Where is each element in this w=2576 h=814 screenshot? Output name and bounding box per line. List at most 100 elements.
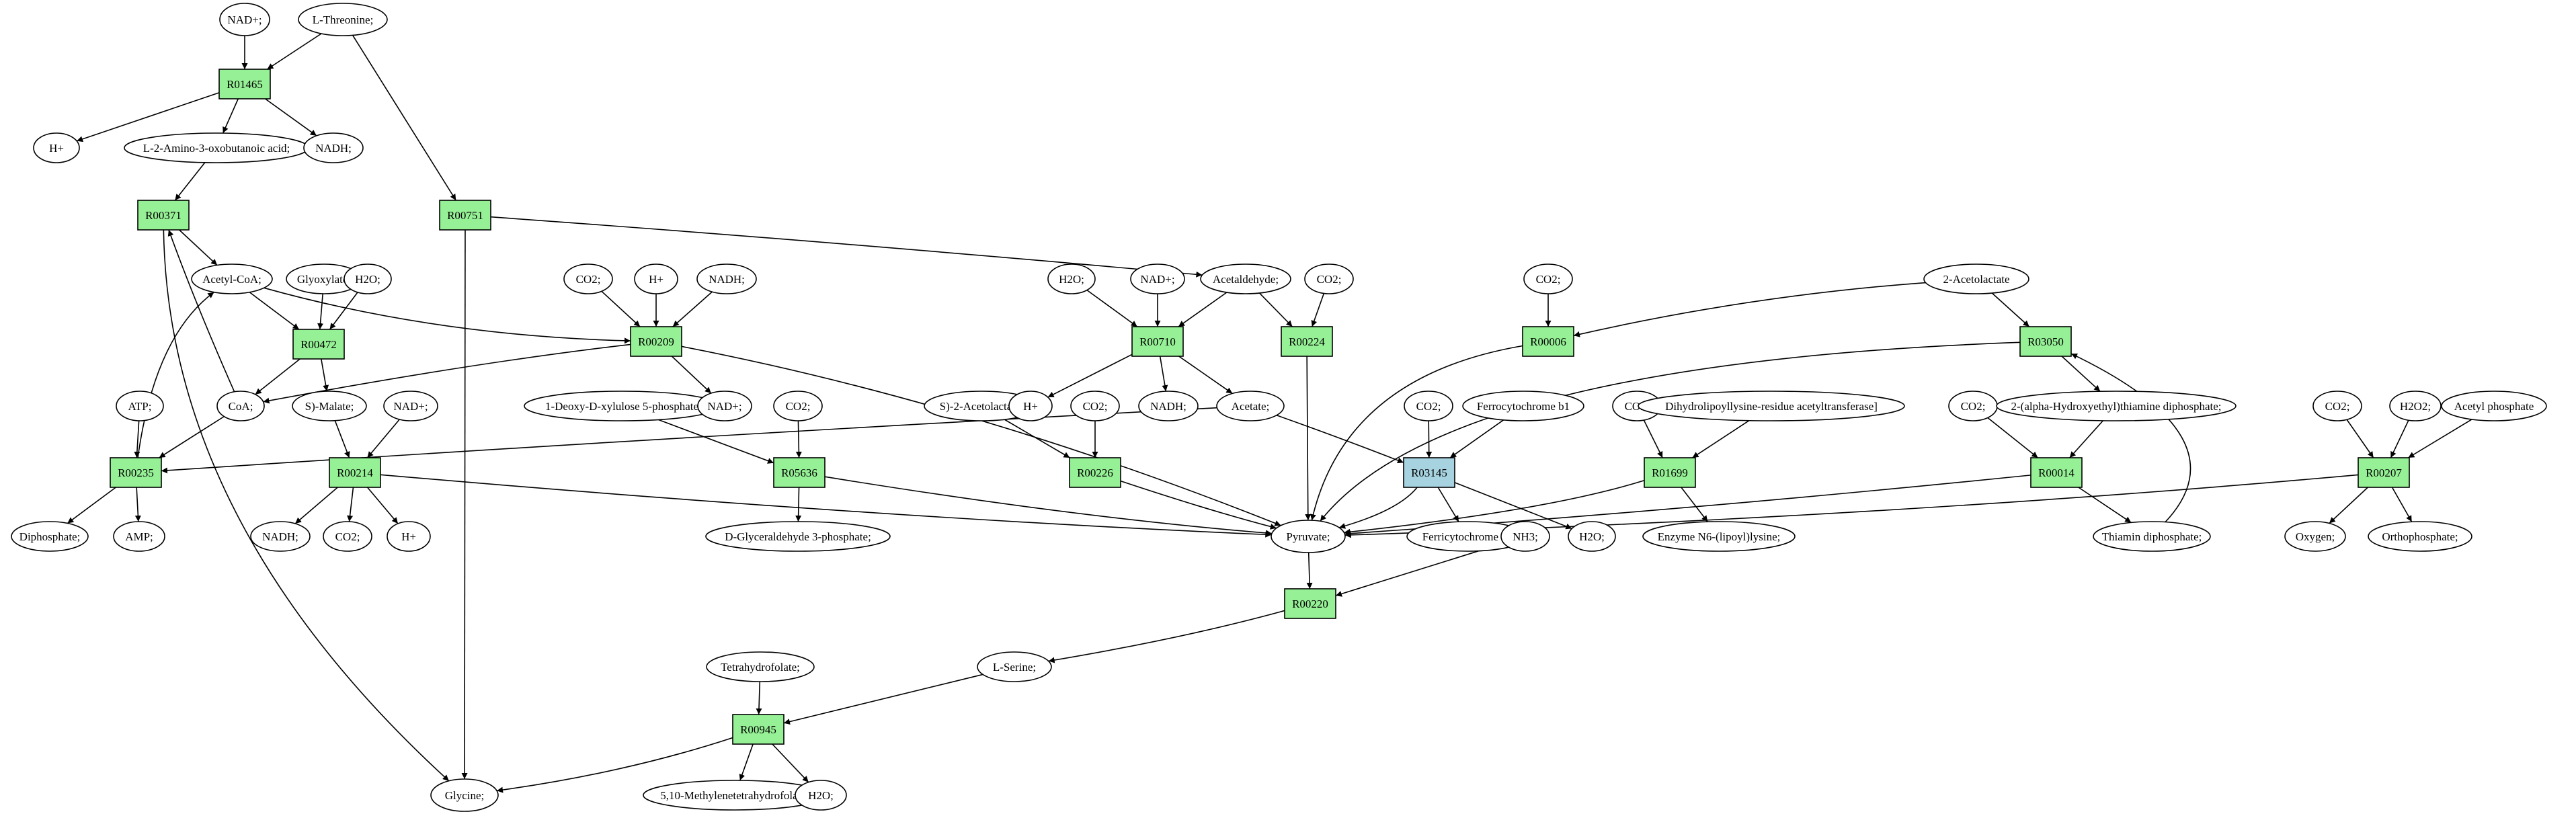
compound-node-oxygen[interactable]: Oxygen; [2284, 521, 2346, 552]
compound-node-co2[interactable]: CO2; [563, 263, 613, 294]
compound-node-h[interactable]: H+ [387, 521, 431, 552]
node-label: CO2; [1317, 273, 1342, 286]
compound-node-h2o[interactable]: H2O; [1047, 263, 1096, 294]
compound-node-h2o[interactable]: H2O; [1568, 521, 1616, 552]
compound-ellipse [697, 391, 752, 421]
reaction-node-r05636[interactable]: R05636 [773, 457, 826, 488]
compound-node-acetaldehyde[interactable]: Acetaldehyde; [1200, 263, 1291, 294]
compound-node-s-malate[interactable]: S)-Malate; [292, 391, 367, 421]
compound-node-co2[interactable]: CO2; [323, 521, 372, 552]
node-label: NAD+; [1140, 273, 1174, 286]
compound-node-co2[interactable]: CO2; [1523, 263, 1573, 294]
reaction-node-r03145[interactable]: R03145 [1403, 457, 1455, 488]
reaction-node-r00945[interactable]: R00945 [732, 714, 784, 745]
compound-node-pyruvate[interactable]: Pyruvate; [1271, 520, 1346, 553]
compound-node-acetyl-phosphate[interactable]: Acetyl phosphate [2441, 391, 2547, 421]
compound-node-h[interactable]: H+ [1008, 391, 1053, 421]
reaction-box [329, 457, 381, 488]
edge-acl-to-r00006 [1573, 282, 1926, 337]
compound-ellipse [1130, 263, 1185, 294]
compound-node-h[interactable]: H+ [33, 132, 80, 163]
compound-ellipse [116, 391, 164, 421]
node-label: Oxygen; [2296, 530, 2335, 543]
compound-node-amp[interactable]: AMP; [113, 521, 165, 552]
compound-node-thiamin-diphosphate[interactable]: Thiamin diphosphate; [2093, 521, 2211, 552]
reaction-box [630, 326, 682, 357]
compound-node-nad[interactable]: NAD+; [383, 391, 438, 421]
compound-node-co2[interactable]: CO2; [773, 391, 823, 421]
node-label: Diphosphate; [19, 530, 81, 543]
compound-node-l-2-amino-3-oxobutanoic-acid[interactable]: L-2-Amino-3-oxobutanoic acid; [124, 132, 309, 163]
edge-r00710-to-nadh3 [1159, 356, 1168, 392]
compound-node-h[interactable]: H+ [634, 263, 678, 294]
compound-node-dihydrolipoyllysine-residue-acetyltransferase[interactable]: Dihydrolipoyllysine-residue acetyltransf… [1638, 391, 1905, 421]
compound-node-co2[interactable]: CO2; [1304, 263, 1354, 294]
compound-node-coa[interactable]: CoA; [216, 391, 265, 421]
compound-node-co2[interactable]: CO2; [1070, 391, 1120, 421]
reaction-node-r00214[interactable]: R00214 [329, 457, 381, 488]
compound-ellipse [1996, 391, 2237, 421]
compound-node-enzyme-n6-lipoyl-lysine[interactable]: Enzyme N6-(lipoyl)lysine; [1642, 521, 1796, 552]
compound-node-h2o[interactable]: H2O; [795, 780, 847, 811]
compound-node-acetyl-coa[interactable]: Acetyl-CoA; [191, 263, 273, 294]
node-label: R00224 [1289, 335, 1325, 348]
compound-node-nad[interactable]: NAD+; [697, 391, 752, 421]
compound-node-h2o2[interactable]: H2O2; [2389, 391, 2442, 421]
compound-node-nadh[interactable]: NADH; [696, 263, 757, 294]
node-label: CO2; [1083, 400, 1108, 413]
reaction-node-r00220[interactable]: R00220 [1284, 588, 1336, 619]
compound-node-l-serine[interactable]: L-Serine; [977, 651, 1052, 682]
reaction-node-r01699[interactable]: R01699 [1644, 457, 1696, 488]
compound-node-co2[interactable]: CO2; [1948, 391, 1998, 421]
node-label: NADH; [709, 273, 745, 286]
compound-node-co2[interactable]: CO2; [1404, 391, 1453, 421]
compound-node-co2[interactable]: CO2; [2312, 391, 2362, 421]
compound-node-2-acetolactate[interactable]: 2-Acetolactate [1923, 263, 2029, 294]
compound-node-1-deoxy-d-xylulose-5-phosphate[interactable]: 1-Deoxy-D-xylulose 5-phosphate [524, 391, 720, 421]
compound-node-glycine[interactable]: Glycine; [430, 778, 499, 812]
reaction-node-r00209[interactable]: R00209 [630, 326, 682, 357]
reaction-node-r00371[interactable]: R00371 [137, 200, 190, 231]
reaction-node-r00207[interactable]: R00207 [2358, 457, 2410, 488]
edge-r00235-to-acoa [137, 292, 214, 458]
compound-node-atp[interactable]: ATP; [116, 391, 164, 421]
compound-node-orthophosphate[interactable]: Orthophosphate; [2368, 521, 2472, 552]
reaction-node-r00235[interactable]: R00235 [110, 457, 162, 488]
node-label: Ferricytochrome b1 [1422, 530, 1513, 543]
compound-node-2-alpha-hydroxyethyl-thiamine-diphosphate[interactable]: 2-(alpha-Hydroxyethyl)thiamine diphospha… [1996, 391, 2237, 421]
reaction-node-r01465[interactable]: R01465 [218, 69, 271, 99]
edge-r00214-to-pyr [380, 474, 1272, 538]
compound-node-nad[interactable]: NAD+; [219, 3, 270, 36]
compound-node-nh3[interactable]: NH3; [1500, 521, 1550, 552]
edge-r00224-to-pyr [1305, 356, 1312, 521]
compound-node-ferricytochrome-b1[interactable]: Ferricytochrome b1 [1406, 521, 1529, 552]
reaction-node-r00006[interactable]: R00006 [1522, 326, 1574, 357]
reaction-node-r00014[interactable]: R00014 [2030, 457, 2083, 488]
reaction-node-r00472[interactable]: R00472 [292, 329, 345, 360]
node-label: CO2; [576, 273, 601, 286]
compound-node-nadh[interactable]: NADH; [250, 521, 311, 552]
reaction-node-r00224[interactable]: R00224 [1281, 326, 1333, 357]
node-label: R00006 [1530, 335, 1566, 348]
compound-node-acetate[interactable]: Acetate; [1216, 391, 1285, 421]
compound-node-ferrocytochrome-b1[interactable]: Ferrocytochrome b1 [1462, 391, 1584, 421]
reaction-node-r03050[interactable]: R03050 [2019, 326, 2072, 357]
compound-node-s-2-acetolactate[interactable]: S)-2-Acetolactate; [924, 391, 1039, 421]
node-label: Glyoxylate; [297, 273, 351, 286]
compound-node-glyoxylate[interactable]: Glyoxylate; [286, 263, 362, 294]
compound-node-diphosphate[interactable]: Diphosphate; [11, 521, 89, 552]
compound-node-tetrahydrofolate[interactable]: Tetrahydrofolate; [706, 651, 815, 682]
compound-node-h2o[interactable]: H2O; [344, 263, 392, 294]
compound-node-nadh[interactable]: NADH; [303, 132, 364, 163]
node-label: NAD+; [707, 400, 741, 413]
compound-ellipse [2093, 521, 2211, 552]
compound-node-nadh[interactable]: NADH; [1138, 391, 1199, 421]
compound-node-nad[interactable]: NAD+; [1130, 263, 1185, 294]
compound-node-d-glyceraldehyde-3-phosphate[interactable]: D-Glyceraldehyde 3-phosphate; [705, 521, 891, 552]
reaction-node-r00226[interactable]: R00226 [1069, 457, 1121, 488]
edge-acald-to-r00224 [1258, 292, 1293, 327]
reaction-node-r00710[interactable]: R00710 [1131, 326, 1184, 357]
compound-node-l-threonine[interactable]: L-Threonine; [298, 3, 388, 36]
reaction-node-r00751[interactable]: R00751 [439, 200, 491, 231]
edge-glyox-to-r00472 [317, 293, 324, 330]
